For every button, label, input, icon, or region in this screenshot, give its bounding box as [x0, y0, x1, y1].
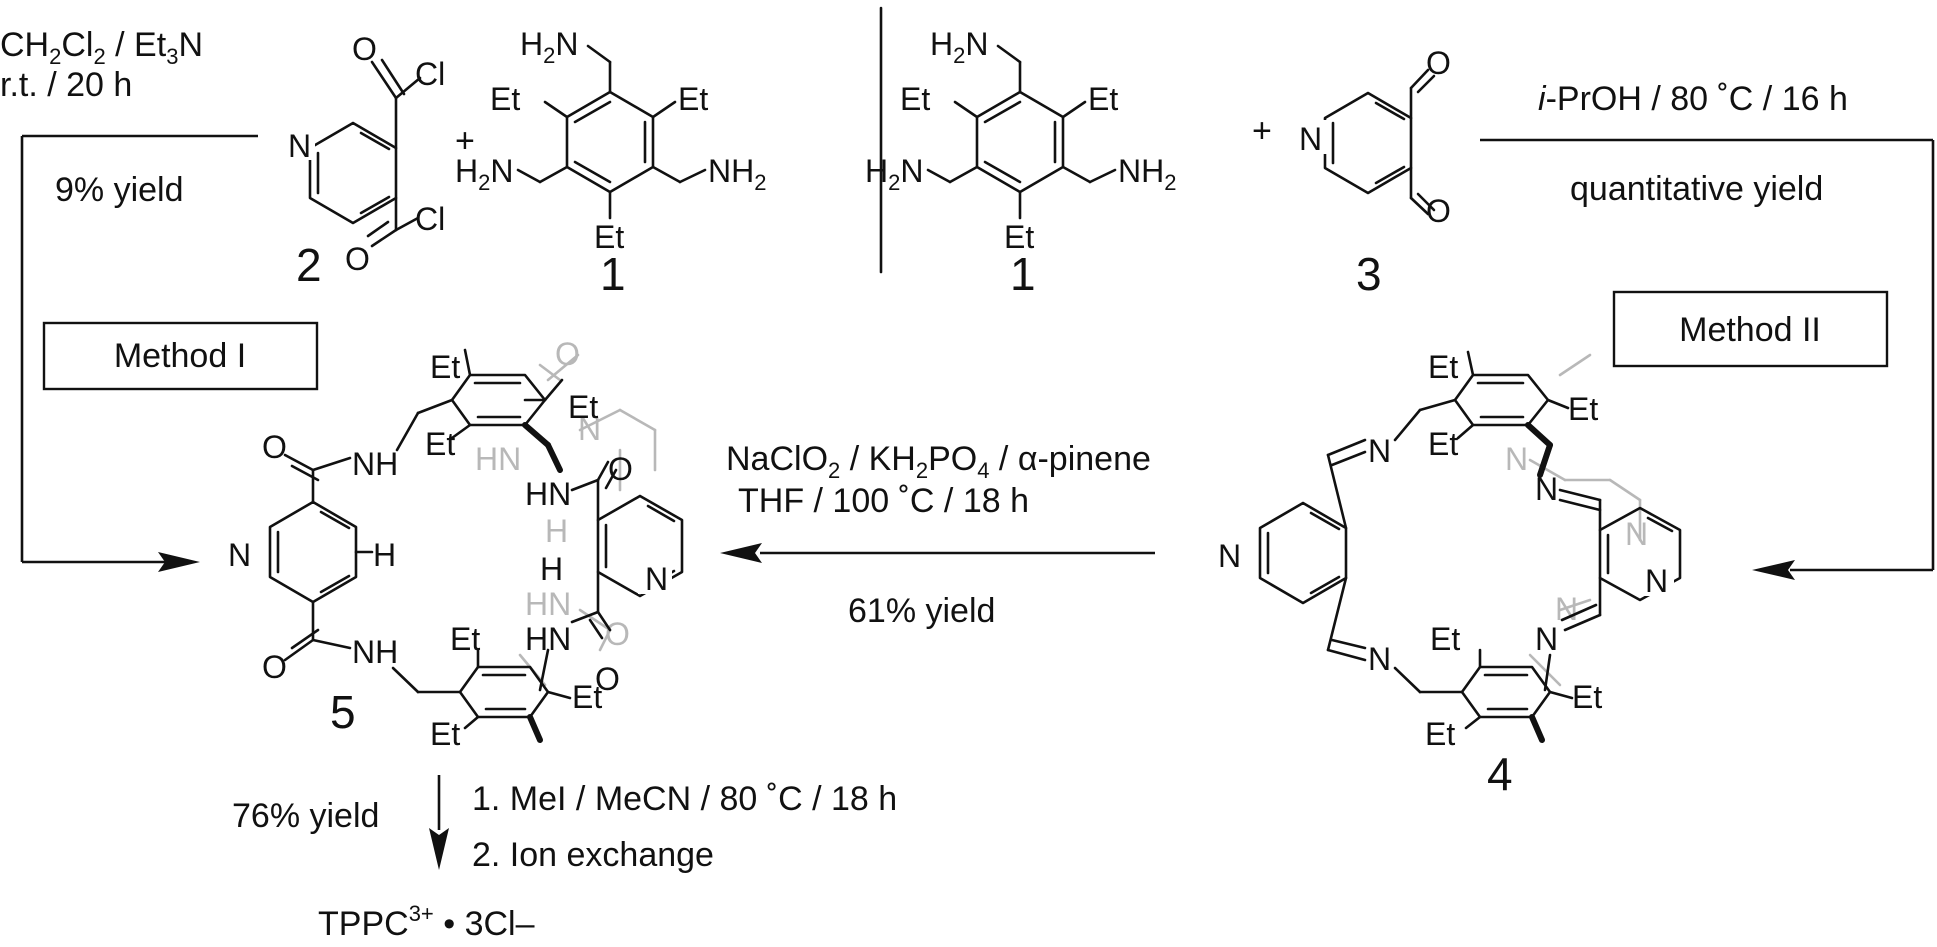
compound-4-n-upper-right: N	[1535, 471, 1558, 507]
method2-yield: quantitative yield	[1570, 170, 1823, 208]
compound-5-o-lower-left: O	[262, 649, 287, 685]
compound-5-bottom-et-2: Et	[572, 679, 602, 715]
method2-box	[1612, 290, 1889, 368]
compound-5-top-et-3: Et	[425, 426, 455, 462]
compound-4-top-et-1: Et	[1428, 349, 1458, 385]
compound-3-o-top: O	[1426, 45, 1451, 81]
compound-2-cl-top: Cl	[415, 56, 445, 92]
compound-1-left-et-1: Et	[490, 81, 520, 117]
compound-3-n-atom: N	[1299, 121, 1322, 157]
compound-3-o-bottom: O	[1426, 193, 1451, 229]
product-formula: TPPC3+ • 3Cl–	[318, 901, 535, 943]
method1-conditions-1: CH2Cl2 / Et3N	[0, 26, 203, 69]
compound-5-hn-upper-right: HN	[525, 476, 571, 512]
compound-1-right-structure: H2N Et Et H2N NH2 Et	[865, 26, 1176, 255]
compound-5-left-h: H	[373, 537, 396, 573]
compound-5-structure: N O HN H HN O N H O NH O NH	[225, 336, 684, 752]
compound-3-structure: N O O	[1297, 45, 1451, 229]
compound-1-left-structure: H2N Et Et H2N NH2 Et	[455, 26, 766, 255]
compound-4-top-et-2: Et	[1568, 391, 1598, 427]
compound-5-back-hn-upper: HN	[475, 441, 521, 477]
compound-1-left-h2n-left: H2N	[455, 153, 513, 195]
compound-3-label: 3	[1356, 248, 1382, 300]
compound-5-back-h: H	[545, 513, 568, 549]
compound-1-left-et-3: Et	[594, 219, 624, 255]
compound-5-label: 5	[330, 686, 356, 738]
oxidation-arrowhead	[720, 543, 762, 563]
method1-yield: 9% yield	[55, 171, 184, 209]
compound-1-left-et-2: Et	[678, 81, 708, 117]
compound-4-bottom-et-3: Et	[1425, 716, 1455, 752]
compound-2-n-atom: N	[288, 128, 311, 164]
compound-5-o-upper-right: O	[608, 451, 633, 487]
compound-4-n-lower-right: N	[1535, 621, 1558, 657]
compound-5-top-et-1: Et	[430, 349, 460, 385]
compound-5-left-pyridine-n: N	[228, 537, 251, 573]
product-charge: 3+	[409, 901, 434, 926]
compound-4-right-pyridine-n: N	[1645, 563, 1668, 599]
compound-4-back-n-upper: N	[1505, 441, 1528, 477]
compound-5-back-hn-lower: HN	[525, 586, 571, 622]
compound-5-back-o-upper: O	[555, 336, 580, 372]
compound-5-back-n-upper: N	[578, 411, 601, 447]
compound-5-nh-lower-left: NH	[352, 634, 398, 670]
method2-arrowhead	[1752, 560, 1795, 580]
compound-4-n-upper-left: N	[1368, 433, 1391, 469]
compound-1-right-et-2: Et	[1088, 81, 1118, 117]
compound-4-left-pyridine-n: N	[1218, 538, 1241, 574]
compound-2-label: 2	[296, 239, 322, 291]
method2-box-label: Method II	[1679, 311, 1821, 349]
compound-5-back-o-lower: O	[605, 616, 630, 652]
compound-5-right-pyridine-n: N	[645, 561, 668, 597]
product-name: TPPC	[318, 905, 409, 943]
compound-1-right-et-1: Et	[900, 81, 930, 117]
compound-2-cl-bottom: Cl	[415, 201, 445, 237]
compound-5-bottom-et-1: Et	[450, 621, 480, 657]
oxidation-conditions-2: THF / 100 ˚C / 18 h	[738, 482, 1029, 520]
compound-5-nh-upper-left: NH	[352, 446, 398, 482]
compound-1-right-h2n-top: H2N	[930, 26, 988, 68]
compound-4-bottom-et-1: Et	[1430, 621, 1460, 657]
oxidation-conditions-1: NaClO2 / KH2PO4 / α-pinene	[726, 440, 1151, 483]
method2-conditions: i-PrOH / 80 ˚C / 16 h	[1538, 80, 1848, 118]
compound-4-n-lower-left: N	[1368, 641, 1391, 677]
compound-4-back-pyridine-n: N	[1625, 516, 1648, 552]
compound-4-back-n-lower: N	[1555, 591, 1578, 627]
compound-2-o-bottom: O	[345, 241, 370, 277]
compound-2-structure: N O Cl O Cl	[285, 31, 445, 277]
methylation-arrowhead	[429, 828, 449, 870]
compound-1-right-nh2-right: NH2	[1118, 153, 1176, 195]
compound-1-right-h2n-left: H2N	[865, 153, 923, 195]
compound-2-o-top: O	[352, 31, 377, 67]
methylation-step-1: 1. MeI / MeCN / 80 ˚C / 18 h	[472, 780, 897, 818]
compound-5-top-et-2: Et	[568, 389, 598, 425]
method1-box-label: Method I	[114, 337, 246, 375]
method1-box	[42, 321, 319, 391]
compound-5-o-upper-left: O	[262, 429, 287, 465]
plus-sign-left: +	[455, 122, 475, 160]
compound-1-left-nh2-right: NH2	[708, 153, 766, 195]
compound-4-bottom-et-2: Et	[1572, 679, 1602, 715]
compound-4-structure: N N N N N N Et Et Et N	[1215, 349, 1682, 752]
method1-conditions-2: r.t. / 20 h	[0, 66, 132, 104]
methylation-step-2: 2. Ion exchange	[472, 836, 714, 874]
compound-4-label: 4	[1487, 748, 1513, 800]
method1-arrowhead	[158, 552, 200, 572]
compound-5-right-h: H	[540, 551, 563, 587]
compound-1-right-label: 1	[1010, 248, 1036, 300]
methylation-yield: 76% yield	[232, 797, 379, 835]
compound-1-right-et-3: Et	[1004, 219, 1034, 255]
product-bullet: •	[443, 905, 455, 943]
compound-5-bottom-et-3: Et	[430, 716, 460, 752]
compound-1-left-label: 1	[600, 248, 626, 300]
plus-sign-right: +	[1252, 112, 1272, 150]
compound-5-o-lower-right: O	[595, 661, 620, 697]
compound-4-top-et-3: Et	[1428, 426, 1458, 462]
compound-1-left-h2n-top: H2N	[520, 26, 578, 68]
oxidation-yield: 61% yield	[848, 592, 995, 630]
product-counterion: 3Cl–	[465, 905, 535, 943]
